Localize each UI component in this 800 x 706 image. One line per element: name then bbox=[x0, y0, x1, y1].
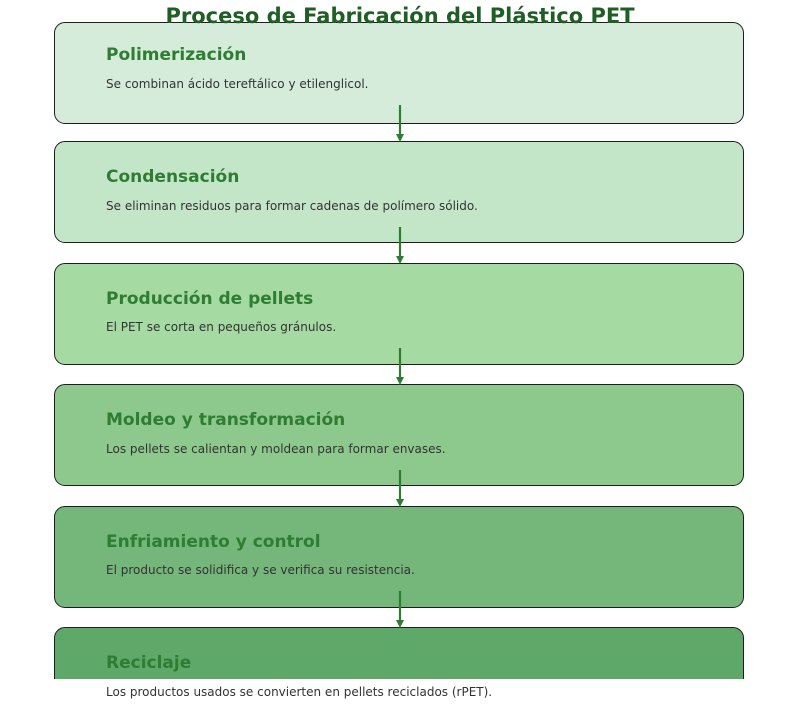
diagram-title: Proceso de Fabricación del Plástico PET bbox=[165, 4, 635, 28]
arrow-2-to-3 bbox=[396, 227, 404, 264]
step-box-moldeo bbox=[54, 384, 744, 486]
step-description-produccion-pellets: El PET se corta en pequeños gránulos. bbox=[106, 320, 337, 334]
step-description-moldeo: Los pellets se calientan y moldean para … bbox=[106, 442, 446, 456]
arrow-1-to-2 bbox=[396, 105, 404, 142]
step-title-moldeo: Moldeo y transformación bbox=[106, 410, 346, 430]
step-description-enfriamiento: El producto se solidifica y se verifica … bbox=[106, 563, 415, 577]
bottom-margin bbox=[0, 679, 800, 706]
arrow-3-to-4 bbox=[396, 348, 404, 385]
step-title-reciclaje: Reciclaje bbox=[106, 653, 192, 673]
step-title-condensacion: Condensación bbox=[106, 167, 240, 187]
step-box-enfriamiento bbox=[54, 506, 744, 608]
step-title-polimerizacion: Polimerización bbox=[106, 45, 247, 65]
step-description-reciclaje: Los productos usados se convierten en pe… bbox=[106, 685, 493, 699]
step-title-enfriamiento: Enfriamiento y control bbox=[106, 532, 321, 552]
arrow-5-to-6 bbox=[396, 591, 404, 628]
step-description-polimerizacion: Se combinan ácido tereftálico y etilengl… bbox=[106, 77, 369, 91]
arrow-4-to-5 bbox=[396, 470, 404, 507]
step-title-produccion-pellets: Producción de pellets bbox=[106, 289, 314, 309]
step-description-condensacion: Se eliminan residuos para formar cadenas… bbox=[106, 199, 478, 213]
